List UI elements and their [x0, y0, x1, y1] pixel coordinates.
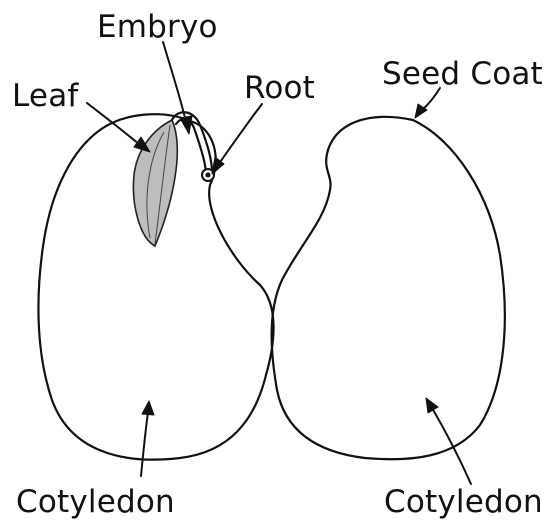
- arrow-cotyledon-left: [141, 401, 154, 476]
- label-seed-coat: Seed Coat: [382, 56, 543, 92]
- arrow-embryo: [163, 42, 192, 134]
- right-cotyledon-outline: [272, 117, 505, 459]
- label-embryo: Embryo: [97, 9, 218, 45]
- arrow-leaf: [87, 103, 150, 152]
- label-cotyledon-left: Cotyledon: [16, 484, 175, 520]
- label-cotyledon-right: Cotyledon: [384, 484, 543, 520]
- arrow-root: [212, 104, 262, 174]
- arrow-seed-coat: [415, 88, 440, 118]
- label-leaf: Leaf: [12, 78, 79, 114]
- label-root: Root: [244, 70, 315, 106]
